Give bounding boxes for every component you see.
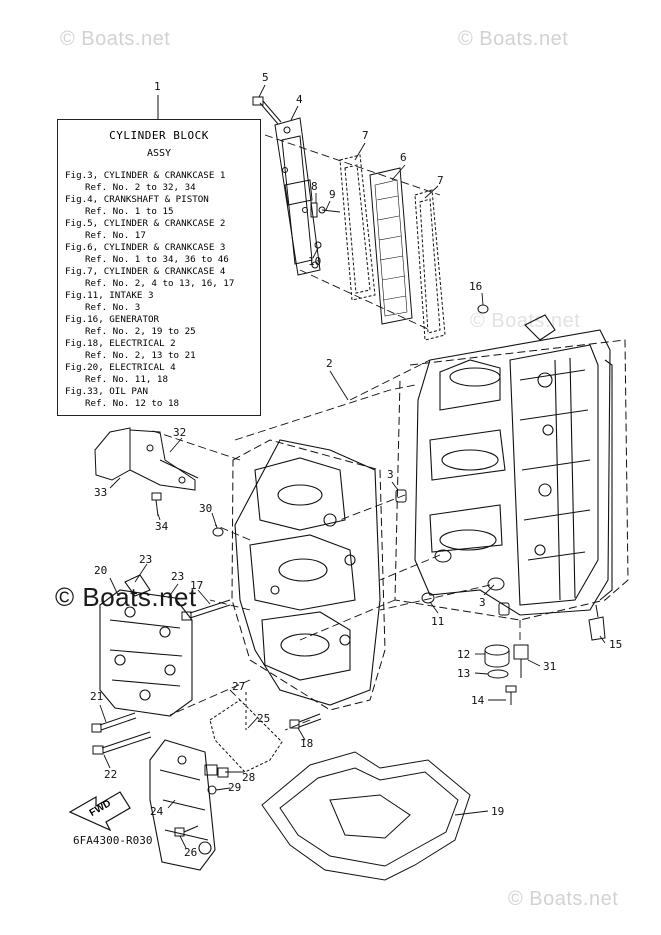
gasket-7-right: [414, 189, 446, 341]
callout-32: 32: [173, 426, 187, 439]
callout-26: 26: [184, 846, 198, 859]
callout-7-right: 7: [437, 174, 444, 187]
bolt-22: [92, 731, 152, 755]
mesh-plate-6: [369, 167, 413, 325]
callout-7-left: 7: [362, 129, 369, 142]
callout-21: 21: [90, 690, 104, 703]
bolt-5: [252, 96, 282, 125]
callout-25: 25: [257, 712, 271, 725]
gasket-7-left: [339, 154, 376, 301]
bolt-9: [318, 206, 341, 214]
callout-4: 4: [296, 93, 303, 106]
block-dash-outline: [394, 339, 629, 621]
callout-23-b: 23: [171, 570, 185, 583]
callout-9: 9: [329, 188, 336, 201]
crankcase-dash-outline: [231, 439, 386, 711]
o-ring-block-b: [487, 577, 505, 591]
callout-13: 13: [457, 667, 471, 680]
o-ring-block-a: [434, 549, 452, 563]
callout-15: 15: [609, 638, 623, 651]
callout-1: 1: [154, 80, 161, 93]
part-28: [204, 764, 229, 778]
callout-12: 12: [457, 648, 471, 661]
callout-23-a: 23: [139, 553, 153, 566]
watermark-left-dark: © Boats.net: [55, 582, 197, 612]
callout-17: 17: [190, 579, 204, 592]
callout-29: 29: [228, 781, 242, 794]
cover-24: [149, 739, 216, 871]
gasket-19: [261, 751, 471, 881]
bolt-14: [505, 685, 517, 705]
callout-10: 10: [308, 255, 322, 268]
callout-20: 20: [94, 564, 108, 577]
callout-18: 18: [300, 737, 314, 750]
legend-title: CYLINDER BLOCK: [109, 129, 209, 142]
callout-22: 22: [104, 768, 118, 781]
plug-12: [484, 644, 510, 668]
callout-3-low: 3: [479, 596, 486, 609]
watermark-top-left: © Boats.net: [60, 28, 171, 50]
o-ring-11: [421, 592, 435, 604]
bolt-21: [91, 712, 137, 733]
watermark-bottom-right: © Boats.net: [508, 888, 619, 910]
callout-16: 16: [469, 280, 483, 293]
bracket-32-33: [94, 427, 199, 491]
bolt-18: [289, 713, 322, 729]
o-ring-13: [487, 669, 509, 679]
screw-34: [151, 492, 162, 517]
callout-33: 33: [94, 486, 108, 499]
pin-8: [310, 202, 318, 218]
callout-30: 30: [199, 502, 213, 515]
drawing-code: 6FA4300-R030: [73, 834, 153, 847]
cover-plate-4: [274, 117, 321, 276]
legend-box: CYLINDER BLOCK ASSY Fig.3, CYLINDER & CR…: [57, 119, 261, 416]
washer-10: [314, 241, 322, 249]
legend-subtitle: ASSY: [146, 148, 172, 159]
fwd-arrow: [68, 791, 131, 832]
callout-34: 34: [155, 520, 169, 533]
callout-28: 28: [242, 771, 256, 784]
callout-27: 27: [232, 680, 246, 693]
o-ring-16: [477, 304, 489, 314]
callout-24: 24: [150, 805, 164, 818]
dowel-3-mid: [395, 489, 407, 503]
callout-8: 8: [311, 180, 318, 193]
crankcase-body: [234, 439, 381, 706]
sensor-31: [513, 644, 529, 678]
callout-19: 19: [491, 805, 505, 818]
screw-26: [174, 825, 199, 837]
callout-14: 14: [471, 694, 485, 707]
bolt-17: [181, 599, 231, 621]
callout-2: 2: [326, 357, 333, 370]
callout-11: 11: [431, 615, 445, 628]
callout-5: 5: [262, 71, 269, 84]
dowel-3-low: [498, 602, 510, 616]
sensor-15: [588, 604, 606, 641]
cylinder-block-body: [414, 314, 613, 616]
housing-20: [99, 574, 193, 717]
gasket-25: [209, 699, 283, 773]
callout-3-mid: 3: [387, 468, 394, 481]
watermark-top-right: © Boats.net: [458, 28, 569, 50]
callout-6: 6: [400, 151, 407, 164]
o-ring-30: [212, 527, 224, 537]
callout-31: 31: [543, 660, 557, 673]
